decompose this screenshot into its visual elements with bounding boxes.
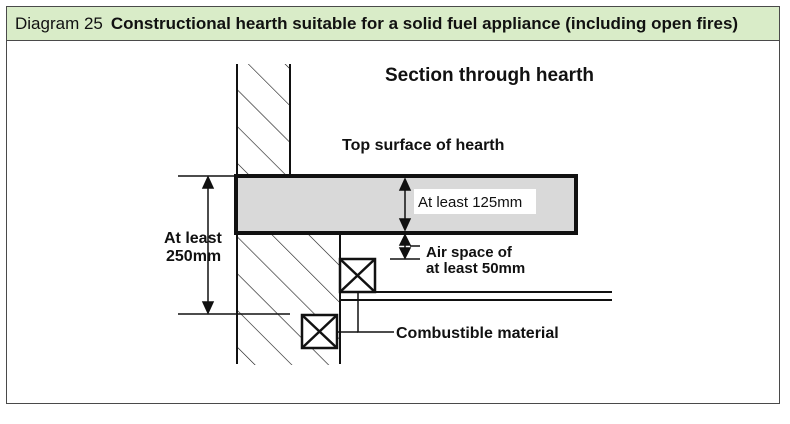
combustible-label: Combustible material [396,325,559,342]
diagram-title-bar: Diagram 25 Constructional hearth suitabl… [7,7,779,41]
combustible-leader [337,292,394,333]
diagram-title: Constructional hearth suitable for a sol… [110,13,739,33]
total-depth-label-line2: 250mm [166,248,221,265]
top-surface-label: Top surface of hearth [342,137,504,154]
floor-boards [340,291,612,301]
air-space-label-line2: at least 50mm [426,260,525,277]
timber-block-lower [300,313,339,350]
thickness-label: At least 125mm [418,194,522,211]
wall-hatching [237,64,340,365]
dimension-air-space [390,233,420,260]
timber-block-upper [338,257,377,294]
air-space-label-line1: Air space of [426,244,513,261]
total-depth-label-line1: At least [164,230,222,247]
section-heading: Section through hearth [385,65,594,86]
dimension-250 [178,175,290,315]
diagram-number: Diagram 25 [15,13,103,33]
thickness-label-bg [414,189,536,214]
diagram-frame: Diagram 25 Constructional hearth suitabl… [6,6,780,404]
dimension-125 [398,177,412,232]
